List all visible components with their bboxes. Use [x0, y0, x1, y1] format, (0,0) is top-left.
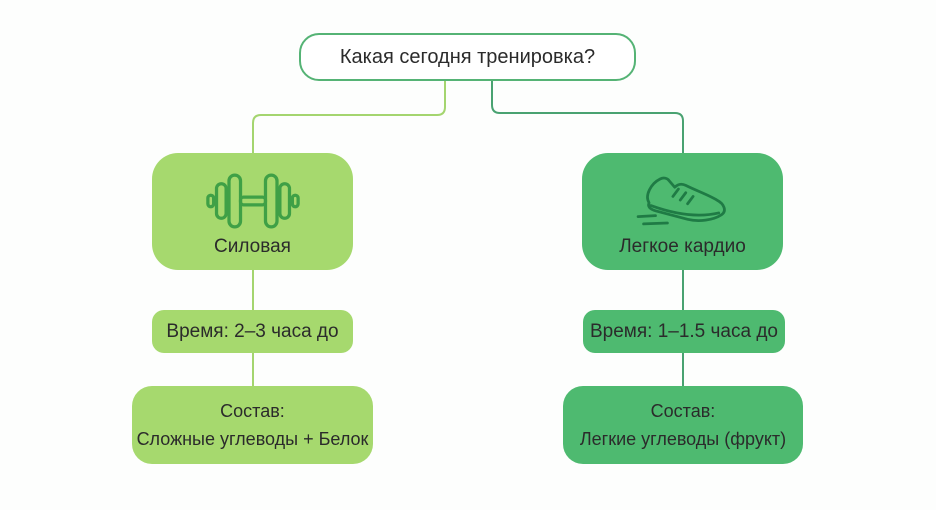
strength-time-label: Время: 2–3 часа до: [166, 320, 339, 342]
dumbbell-icon: [205, 168, 301, 234]
cardio-time-box: Время: 1–1.5 часа до: [583, 310, 785, 353]
connector-root-to-cardio: [491, 81, 684, 153]
cardio-composition-box: Состав: Легкие углеводы (фрукт): [563, 386, 803, 464]
branch-cardio-box: Легкое кардио: [582, 153, 783, 270]
root-question-box: Какая сегодня тренировка?: [299, 33, 636, 81]
strength-composition-box: Состав: Сложные углеводы + Белок: [132, 386, 373, 464]
strength-composition-title: Состав:: [220, 401, 285, 421]
branch-cardio-label: Легкое кардио: [619, 235, 746, 257]
running-shoe-icon: [631, 168, 735, 234]
cardio-composition-value: Легкие углеводы (фрукт): [579, 429, 787, 449]
root-question-label: Какая сегодня тренировка?: [339, 45, 596, 68]
strength-time-box: Время: 2–3 часа до: [152, 310, 353, 353]
connector-root-to-strength: [252, 81, 446, 153]
branch-strength-label: Силовая: [214, 235, 291, 257]
strength-composition-value: Сложные углеводы + Белок: [136, 429, 369, 449]
cardio-composition-title: Состав:: [650, 401, 716, 421]
branch-strength-box: Силовая: [152, 153, 353, 270]
cardio-time-label: Время: 1–1.5 часа до: [589, 320, 778, 342]
